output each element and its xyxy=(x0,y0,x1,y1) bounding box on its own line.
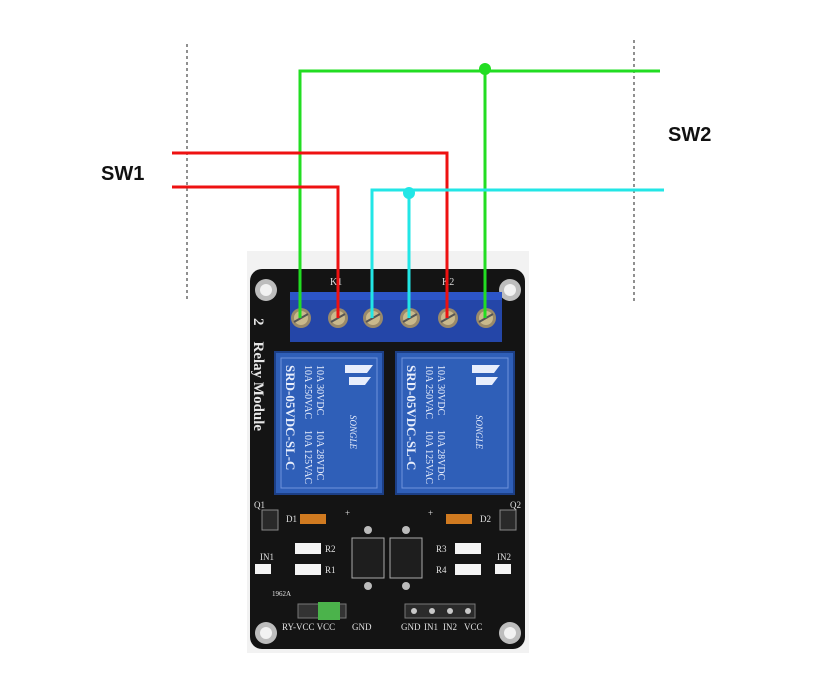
optocoupler-1 xyxy=(351,537,385,579)
sw2-label: SW2 xyxy=(668,124,712,146)
red-wire-top xyxy=(172,151,449,318)
red-wire-bottom xyxy=(172,185,340,318)
label-r2: R2 xyxy=(325,544,336,554)
relay-k1-rating-1: 10A 250VAC xyxy=(302,365,313,419)
label-plus-1: + xyxy=(345,508,350,518)
label-header-in2: IN2 xyxy=(443,622,457,632)
label-ry-vcc: RY-VCC VCC xyxy=(282,622,335,632)
resistor-r2 xyxy=(295,543,321,554)
relay-k2: SRD-05VDC-SL-C 10A 250VAC 10A 30VDC 10A … xyxy=(395,351,515,495)
relay-k2-model: SRD-05VDC-SL-C xyxy=(404,365,419,470)
relay-k2-rating-1: 10A 250VAC xyxy=(423,365,434,419)
label-date-code: 1962A xyxy=(272,590,291,598)
relay-k1-rating-2: 10A 30VDC xyxy=(314,365,325,416)
resistor-r3 xyxy=(455,543,481,554)
label-q2: Q2 xyxy=(510,500,521,510)
transistor-q1 xyxy=(261,509,279,531)
songle-logo-icon xyxy=(345,365,373,385)
pin-header xyxy=(404,603,476,619)
green-wire-junction xyxy=(479,63,491,75)
sw1-label: SW1 xyxy=(101,163,145,185)
label-gnd: GND xyxy=(352,622,372,632)
transistor-q2 xyxy=(499,509,517,531)
cyan-wire-junction xyxy=(403,187,415,199)
relay-k2-brand: SONGLE xyxy=(474,415,484,450)
label-header-gnd: GND xyxy=(401,622,421,632)
cyan-wire-terminal-3 xyxy=(370,188,409,318)
led-in1 xyxy=(255,564,271,574)
label-r3: R3 xyxy=(436,544,447,554)
label-d1: D1 xyxy=(286,514,297,524)
relay-k1-rating-4: 10A 28VDC xyxy=(314,430,325,481)
green-wire-terminal-1 xyxy=(298,69,485,318)
label-r1: R1 xyxy=(325,565,336,575)
relay-k1-model: SRD-05VDC-SL-C xyxy=(283,365,298,470)
board-title: 2Relay Module xyxy=(250,318,266,431)
led-in2 xyxy=(495,564,511,574)
label-d2: D2 xyxy=(480,514,491,524)
relay-k1-brand: SONGLE xyxy=(348,415,358,450)
relay-k2-rating-3: 10A 125VAC xyxy=(423,430,434,484)
label-header-in1: IN1 xyxy=(424,622,438,632)
relay-k1-rating-3: 10A 125VAC xyxy=(302,430,313,484)
diode-d2 xyxy=(446,514,472,524)
label-q1: Q1 xyxy=(254,500,265,510)
label-header-vcc: VCC xyxy=(464,622,483,632)
lower-components xyxy=(255,509,517,620)
relay-k1: SRD-05VDC-SL-C 10A 250VAC 10A 30VDC 10A … xyxy=(274,351,384,495)
relay-k2-rating-4: 10A 28VDC xyxy=(435,430,446,481)
label-plus-2: + xyxy=(428,508,433,518)
silkscreen-labels: Q1 Q2 D1 D2 + + R2 R1 R3 R4 IN1 IN2 1962… xyxy=(254,500,521,632)
label-in2: IN2 xyxy=(497,552,511,562)
diode-d1 xyxy=(300,514,326,524)
label-in1: IN1 xyxy=(260,552,274,562)
jumper-cap xyxy=(318,602,340,620)
label-r4: R4 xyxy=(436,565,447,575)
mounting-holes xyxy=(255,279,521,644)
songle-logo-icon xyxy=(472,365,500,385)
relay-label-k1: K1 xyxy=(330,277,342,288)
resistor-r4 xyxy=(455,564,481,575)
optocoupler-2 xyxy=(389,537,423,579)
relay-k2-rating-2: 10A 30VDC xyxy=(435,365,446,416)
screw-terminal-block xyxy=(290,292,502,342)
resistor-r1 xyxy=(295,564,321,575)
wires xyxy=(172,63,664,318)
